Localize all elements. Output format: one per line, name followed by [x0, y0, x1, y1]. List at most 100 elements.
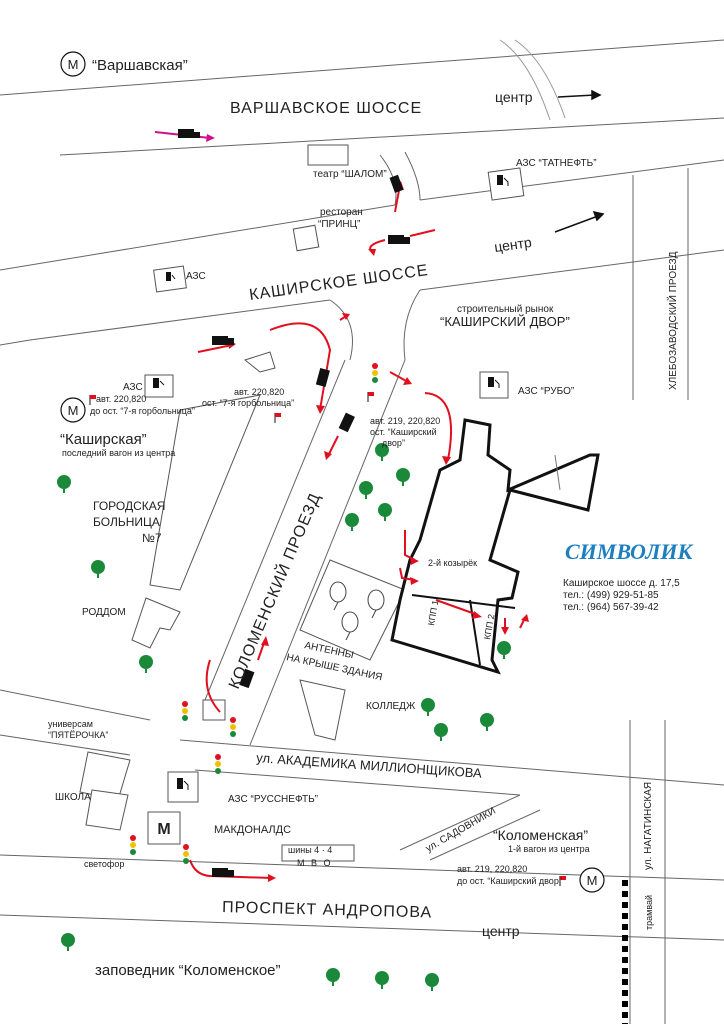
metro-kolomenskaya-icon: М [579, 867, 605, 893]
road-khlebozavodsky [632, 168, 689, 400]
label-hospital-1: ГОРОДСКАЯ [93, 499, 165, 513]
label-shiny: шины 4 · 4 [288, 845, 332, 855]
bus-stop-flags [89, 392, 566, 886]
label-kozyrek: 2-й козырёк [428, 558, 477, 568]
metro-kashirskaya-icon: М [60, 397, 86, 423]
label-azs-mid: АЗС [123, 382, 143, 393]
building-hospital [149, 394, 261, 591]
route-arrow-12 [435, 599, 479, 616]
label-stop3-1: авт. 219, 220,820 [370, 416, 440, 426]
label-road-varshavskoe: ВАРШАВСКОЕ ШОССЕ [230, 100, 422, 117]
label-rynok-2: “КАШИРСКИЙ ДВОР” [440, 314, 570, 329]
route-arrow-17 [189, 859, 273, 879]
label-hospital-3: №7 [142, 531, 162, 545]
label-rynok-1: строительный рынок [457, 304, 554, 315]
building-line-3 [554, 454, 561, 491]
label-mcdonalds: МАКДОНАЛДС [214, 824, 291, 836]
building-azs-tatneft [487, 167, 525, 201]
mcdonalds-logo-icon: M [157, 821, 170, 838]
label-azs-left: АЗС [186, 271, 206, 282]
building-mcdonalds [147, 811, 181, 845]
label-centr-1: центр [495, 89, 533, 105]
svg-text:М: М [587, 873, 598, 888]
label-mvo: М В О [297, 858, 333, 868]
label-kpp1: КПП 1 [426, 599, 440, 626]
label-centr-2: центр [493, 234, 533, 255]
route-arrow-5 [409, 229, 436, 237]
label-princ-1: ресторан [320, 207, 363, 218]
route-arrows [154, 131, 526, 879]
label-azs-rubo: АЗС “РУБО” [518, 386, 574, 397]
label-azs-tatneft: АЗС “ТАТНЕФТЬ” [516, 158, 597, 169]
label-road-andropova: ПРОСПЕКТ АНДРОПОВА [222, 899, 432, 921]
label-road-sadovniki: ул. САДОВНИКИ [424, 806, 498, 855]
traffic-lights [130, 363, 378, 864]
route-arrowheads [206, 134, 529, 882]
truck-icons [178, 129, 410, 877]
road-akademika [179, 739, 724, 796]
fuel-icons [153, 175, 509, 790]
route-arrow-7 [389, 371, 409, 383]
label-zapovednik: заповедник “Коломенское” [95, 962, 281, 979]
label-kolledzh: КОЛЛЕДЖ [366, 701, 416, 712]
road-sadovniki [399, 794, 541, 861]
road-nagatinskaya [629, 720, 666, 1024]
building-antenny [299, 559, 406, 661]
label-kashirskaya-note: последний вагон из центра [62, 448, 175, 458]
road-kashirskoe [0, 159, 724, 346]
label-road-nagatinskaya: ул. НАГАТИНСКАЯ [643, 782, 654, 870]
company-address: Каширское шоссе д. 17,5 [563, 578, 680, 589]
label-kolomenskaya-note: 1-й вагон из центра [508, 844, 590, 854]
label-stop2-1: авт. 220,820 [234, 387, 284, 397]
road-varshavskoe [0, 39, 724, 156]
building-roddom [131, 597, 181, 649]
label-stop4-1: авт. 219, 220,820 [457, 864, 527, 874]
label-shalom: театр “ШАЛОМ” [313, 169, 387, 180]
label-metro-kashirskaya: “Каширская” [60, 431, 147, 448]
building-small-2 [202, 699, 226, 721]
building-shalom [307, 144, 349, 166]
route-arrow-9 [327, 435, 339, 457]
label-centr-3: центр [482, 923, 520, 939]
building-shiny [281, 844, 355, 862]
svg-text:М: М [68, 403, 79, 418]
label-stop3-2: ост. “Каширский [370, 427, 437, 437]
building-line-2 [469, 599, 481, 666]
metro-varshavskaya-icon: М [60, 51, 86, 77]
tree-icons [57, 443, 511, 991]
label-shkola: ШКОЛА [55, 792, 91, 803]
label-stop3-3: двор” [382, 438, 405, 448]
building-small-1 [243, 351, 276, 373]
label-svetofor: светофор [84, 859, 124, 869]
label-stop2-2: ост. “7-я горбольница” [202, 398, 294, 408]
route-arrow-1 [197, 344, 233, 353]
road-kolomensky [204, 359, 406, 746]
label-princ-2: “ПРИНЦ” [318, 219, 360, 230]
building-shkola [85, 789, 129, 831]
antenna-icons [329, 581, 385, 641]
label-roddom: РОДДОМ [82, 607, 126, 618]
label-stop1-2: до ост. “7-я горбольница” [90, 406, 195, 416]
company-phone-1: тел.: (499) 929-51-85 [563, 590, 659, 601]
label-road-kashirskoe: КАШИРСКОЕ ШОССЕ [248, 262, 429, 304]
label-metro-varshavskaya: “Варшавская” [92, 57, 188, 74]
route-arrow-15 [205, 659, 221, 713]
building-line-1 [411, 594, 516, 609]
building-kashirsky-dvor [390, 418, 600, 675]
label-stop1-1: авт. 220,820 [96, 394, 146, 404]
label-kpp2: КПП 2 [482, 613, 496, 640]
label-tramvay: трамвай [644, 895, 654, 930]
label-road-khlebozavodsky: ХЛЕБОЗАВОДСКИЙ ПРОЕЗД [666, 251, 679, 390]
route-arrow-2 [269, 322, 332, 411]
label-univer-2: “ПЯТЁРОЧКА” [48, 730, 108, 740]
label-metro-kolomenskaya: “Коломенская” [493, 827, 588, 843]
route-arrow-8 [424, 392, 452, 461]
building-princ [292, 224, 320, 252]
label-stop4-2: до ост. “Каширский двор” [457, 876, 562, 886]
label-univer-1: универсам [48, 719, 93, 729]
company-phone-2: тел.: (964) 567-39-42 [563, 602, 659, 613]
label-hospital-2: БОЛЬНИЦА [93, 515, 160, 529]
company-logo: СИМВОЛИК [565, 539, 694, 564]
